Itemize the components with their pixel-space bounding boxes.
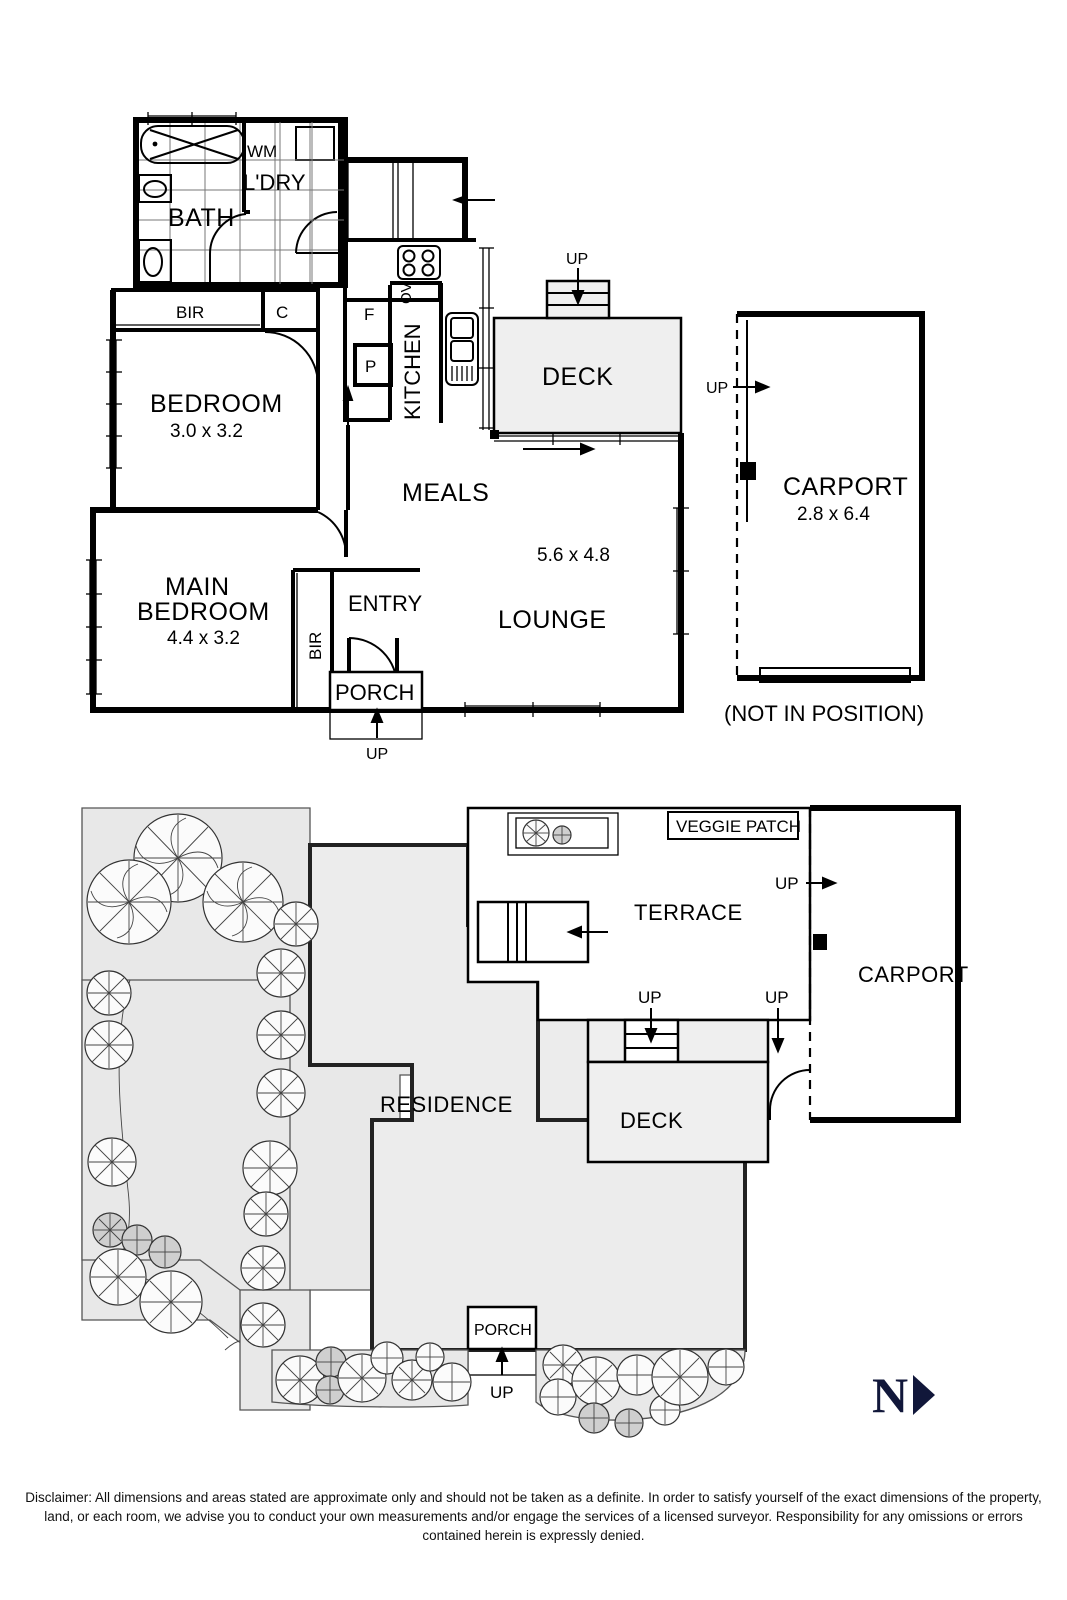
north-arrow-icon: [913, 1375, 936, 1415]
north-arrow: N: [872, 1367, 936, 1423]
floor-plan-drawing: BATH L'DRY WM BIR C: [0, 0, 1067, 790]
label-porch: PORCH: [335, 680, 414, 705]
label-lounge: LOUNGE: [498, 606, 607, 634]
label-main-bedroom-dims: 4.4 x 3.2: [167, 628, 240, 649]
label-up-porch-site: UP: [490, 1383, 514, 1402]
label-carport-dims: 2.8 x 6.4: [797, 504, 870, 525]
label-up-deck: UP: [566, 251, 588, 268]
label-carport-site: CARPORT: [858, 962, 969, 987]
label-main-bedroom-line1: MAIN: [165, 573, 230, 601]
label-laundry: L'DRY: [243, 170, 306, 195]
disclaimer-text: Disclaimer: All dimensions and areas sta…: [25, 1490, 1042, 1544]
label-pantry: P: [365, 357, 376, 376]
label-bir-bedroom: BIR: [176, 303, 204, 322]
site-plan-drawing: RESIDENCE TERRACE VEGGIE PATCH: [0, 790, 1067, 1480]
label-up-carport: UP: [706, 380, 728, 397]
label-bath: BATH: [168, 204, 235, 232]
label-carport-note: (NOT IN POSITION): [724, 701, 924, 726]
north-label: N: [872, 1367, 909, 1423]
label-deck: DECK: [542, 363, 613, 391]
label-up-porch: UP: [366, 746, 388, 763]
label-bedroom2: BEDROOM: [150, 390, 283, 418]
label-main-bedroom-line2: BEDROOM: [137, 598, 270, 626]
label-veggie-patch: VEGGIE PATCH: [676, 817, 801, 836]
label-entry: ENTRY: [348, 591, 422, 616]
label-meals: MEALS: [402, 479, 489, 507]
label-lounge-dims: 5.6 x 4.8: [537, 545, 610, 566]
label-up-deck-left: UP: [638, 988, 662, 1007]
label-up-carport-site: UP: [775, 874, 799, 893]
label-washing-machine: WM: [247, 142, 277, 161]
label-terrace: TERRACE: [634, 900, 743, 925]
label-oven: OV: [398, 282, 415, 304]
label-bir-entry: BIR: [306, 632, 325, 660]
label-residence: RESIDENCE: [380, 1092, 513, 1117]
label-deck-site-main: DECK: [620, 1108, 683, 1133]
label-bedroom2-dims: 3.0 x 3.2: [170, 421, 243, 442]
label-up-deck-right: UP: [765, 988, 789, 1007]
label-cupboard: C: [276, 303, 288, 322]
label-porch-site: PORCH: [474, 1322, 532, 1339]
label-fridge: F: [364, 305, 374, 324]
label-kitchen: KITCHEN: [400, 323, 425, 420]
label-carport: CARPORT: [783, 473, 908, 501]
